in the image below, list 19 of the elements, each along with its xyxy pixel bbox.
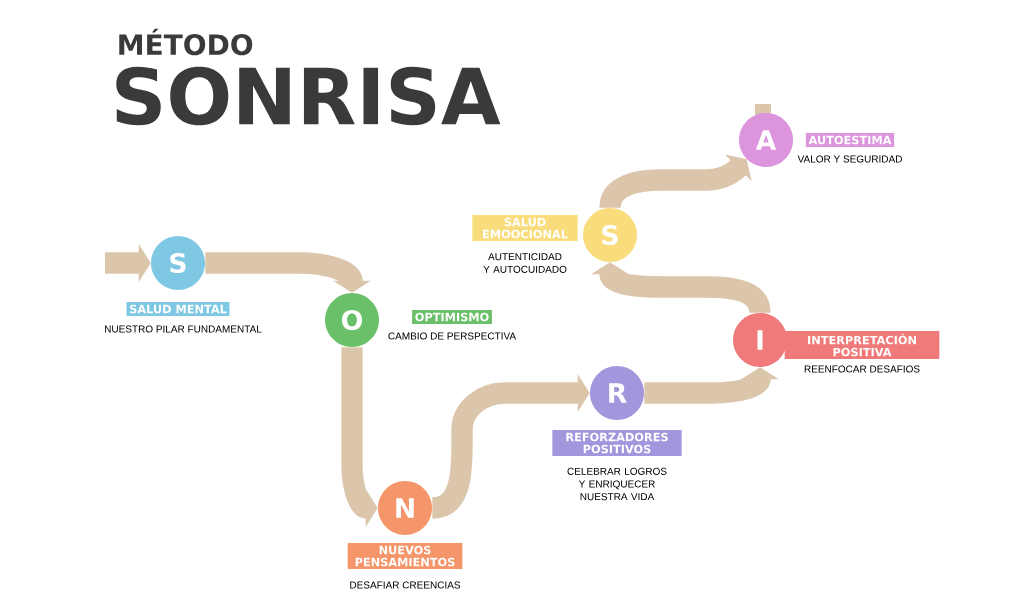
- title-text: MÉTODO: [119, 28, 253, 56]
- heading-tag: REFORZADORES POSITIVOS: [552, 430, 682, 456]
- heading-tag: AUTOESTIMA: [805, 133, 895, 147]
- heading-tag: OPTIMISMO: [412, 310, 492, 324]
- description-text: VALOR Y SEGURIDAD: [797, 155, 902, 163]
- description-text: CAMBIO DE PERSPECTIVA: [388, 332, 517, 340]
- description-text: REENFOCAR DESAFIOS: [804, 365, 920, 373]
- heading-tag: SALUD EMOOCIONAL: [472, 215, 578, 241]
- heading-tag: INTERPRETACIÓN POSITIVA: [784, 331, 940, 359]
- heading-tag: SALUD MENTAL: [126, 302, 230, 316]
- description-text: DESAFIAR CREENCIAS: [350, 581, 461, 589]
- road-arrow: [205, 252, 371, 293]
- title-text: SONRISA: [116, 66, 501, 126]
- road-arrow: [431, 374, 590, 519]
- description-text: AUTENTICIDAD Y AUTOCUIDADO: [483, 253, 567, 273]
- description-text: CELEBRAR LOGROS Y ENRIQUECER NUESTRA VIDA: [567, 467, 667, 501]
- heading-tag: NUEVOS PENSAMIENTOS: [347, 543, 463, 569]
- description-text: NUESTRO PILAR FUNDAMENTAL: [105, 325, 262, 333]
- road-arrow: [591, 262, 771, 314]
